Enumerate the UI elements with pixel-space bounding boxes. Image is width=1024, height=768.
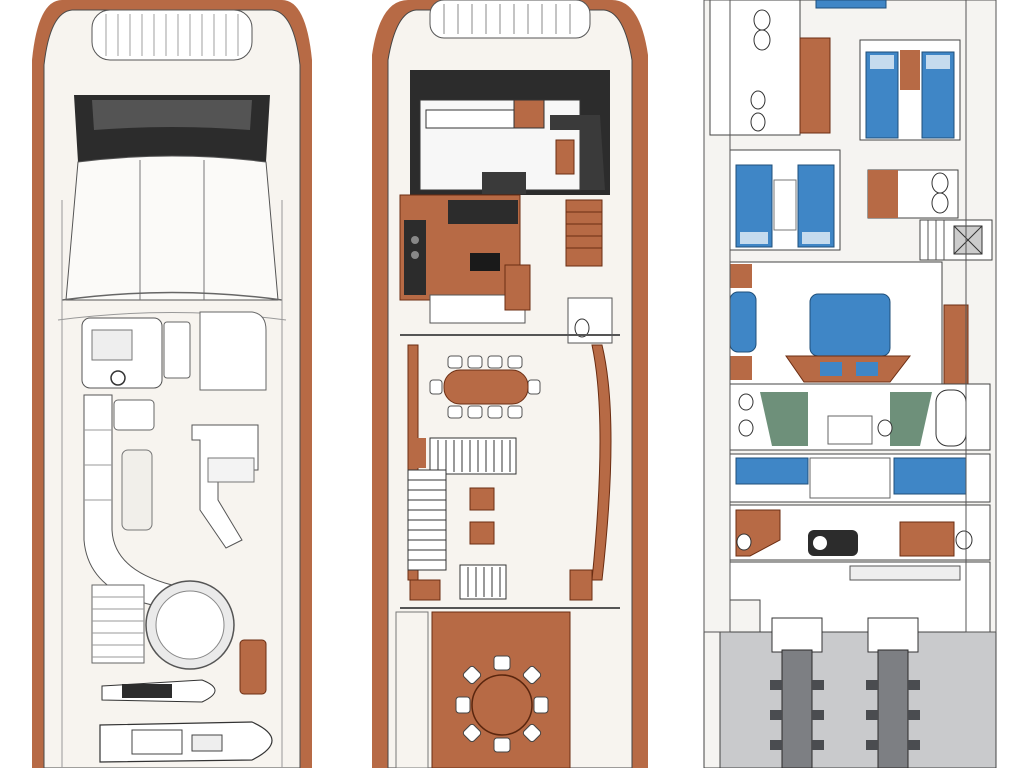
tender-icon bbox=[99, 721, 273, 763]
main-bow-grating bbox=[429, 0, 591, 39]
guest-head-aft bbox=[729, 504, 991, 561]
guest-head-forward bbox=[867, 169, 959, 219]
coffee-table bbox=[469, 487, 495, 511]
wheelhouse-sofa bbox=[550, 115, 605, 190]
hardtop-roof bbox=[65, 155, 279, 301]
ottoman bbox=[469, 521, 495, 545]
bathtub-icon bbox=[935, 389, 967, 447]
engine-icon bbox=[770, 617, 824, 768]
lower-deck-plan bbox=[703, 0, 997, 768]
engine-icon-starboard bbox=[866, 617, 920, 768]
stairs-icon bbox=[565, 199, 603, 267]
helm-console bbox=[425, 109, 517, 129]
bow-grating bbox=[91, 9, 253, 61]
day-head bbox=[567, 297, 613, 344]
vip-ensuite bbox=[729, 383, 991, 451]
crew-cabin bbox=[709, 0, 831, 136]
sunpad-grating bbox=[91, 584, 145, 664]
lower-stairs bbox=[919, 219, 993, 261]
stern-locker bbox=[239, 639, 267, 695]
flybridge-deck-plan bbox=[32, 0, 312, 768]
round-table-icon bbox=[455, 655, 549, 753]
salon-cabinet bbox=[429, 437, 517, 475]
forward-blue-bed bbox=[815, 0, 887, 9]
guest-cabin-aft bbox=[729, 453, 991, 503]
engine-room bbox=[719, 617, 997, 768]
guest-cabin-twin bbox=[729, 149, 841, 251]
flybridge-bar bbox=[191, 424, 259, 549]
jet-ski-icon bbox=[101, 679, 216, 703]
main-deck-plan bbox=[372, 0, 648, 768]
dining-table-icon bbox=[429, 355, 541, 419]
helm-station bbox=[81, 311, 267, 391]
twin-cabin-forward bbox=[859, 39, 961, 141]
salon-armchair bbox=[459, 564, 507, 600]
salon-sofa bbox=[407, 469, 447, 571]
helm-icon bbox=[110, 370, 126, 386]
